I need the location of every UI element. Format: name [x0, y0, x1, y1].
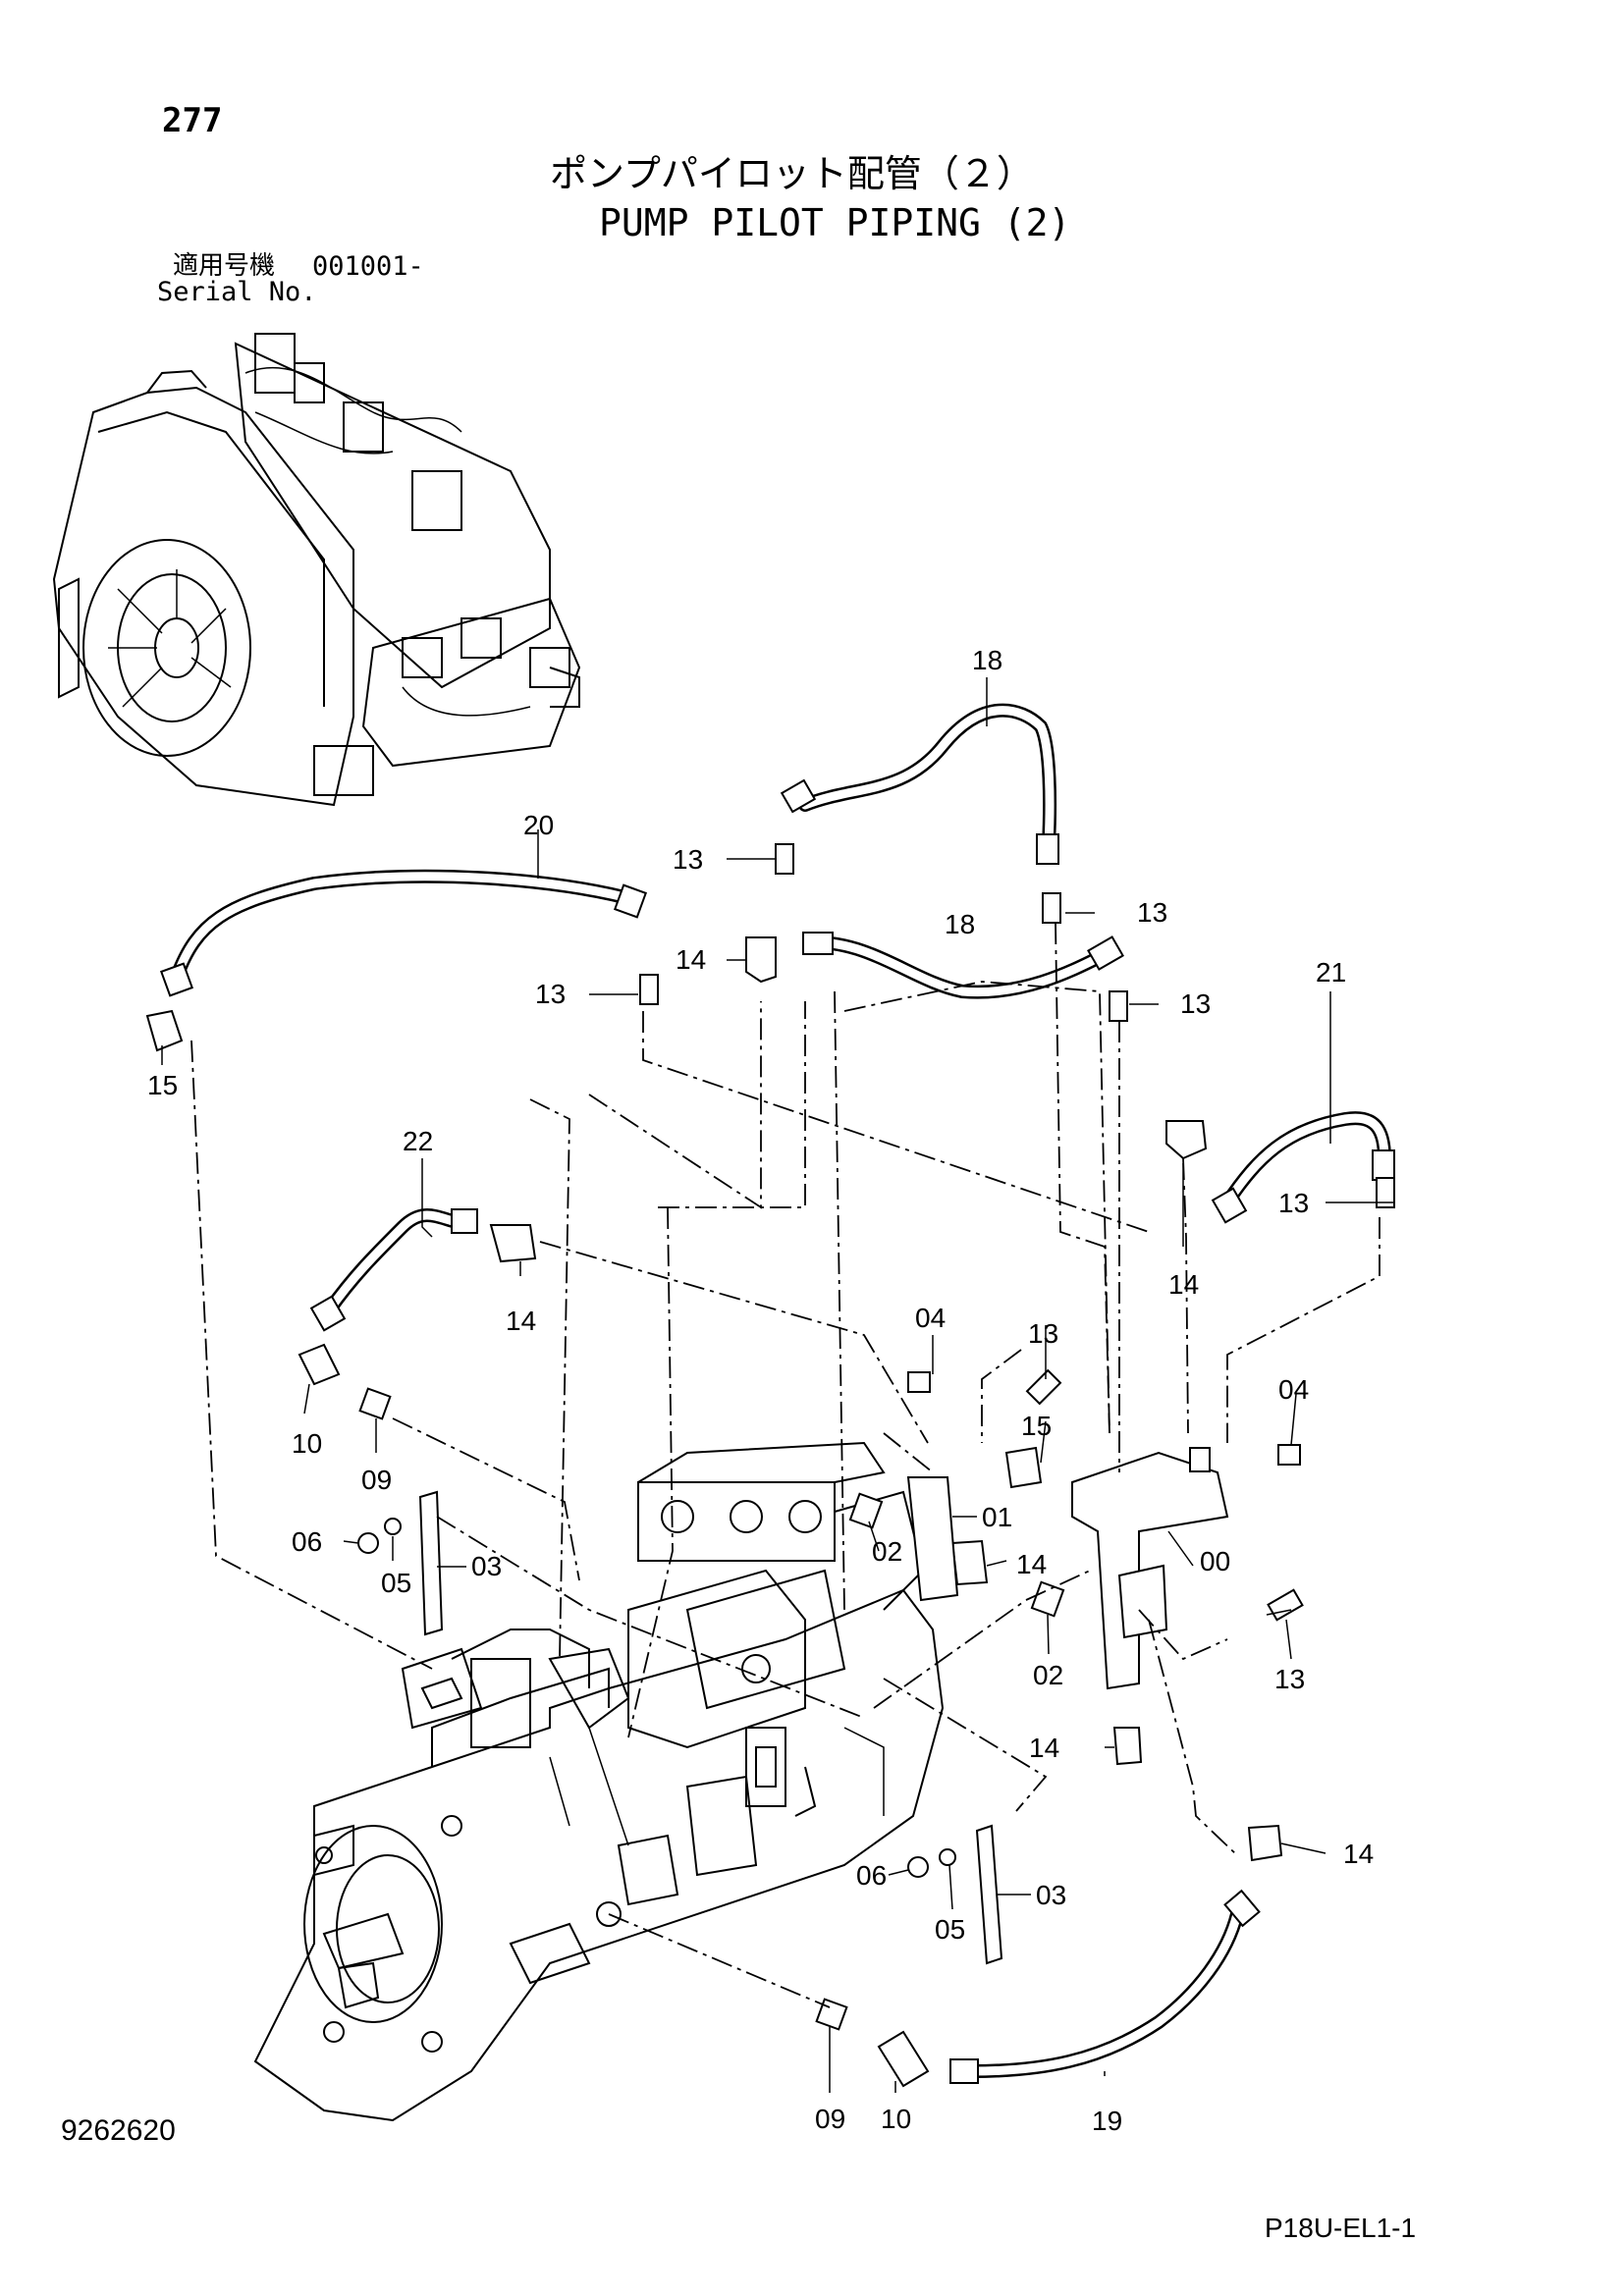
callout-09-b: 09 — [815, 2104, 845, 2134]
callout-20: 20 — [523, 810, 554, 840]
callout-04-b: 04 — [1278, 1374, 1309, 1405]
callout-14-a: 14 — [676, 944, 706, 975]
connection-lines — [190, 922, 1380, 2008]
page-number: 277 — [162, 101, 223, 140]
title-english: PUMP PILOT PIPING (2) — [599, 201, 1071, 244]
callout-03-a: 03 — [471, 1551, 502, 1581]
callout-21: 21 — [1316, 957, 1346, 988]
callout-18-top: 18 — [972, 645, 1002, 675]
callout-10-b: 10 — [881, 2104, 911, 2134]
callout-14-d: 14 — [1016, 1549, 1047, 1579]
callout-22: 22 — [403, 1126, 433, 1156]
callout-15-b: 15 — [1021, 1411, 1052, 1441]
callout-13-g: 13 — [1274, 1664, 1305, 1694]
callout-13-d: 13 — [1180, 988, 1211, 1019]
callout-13-c: 13 — [535, 979, 566, 1009]
callout-18-mid: 18 — [945, 909, 975, 939]
callout-14-e: 14 — [1029, 1733, 1059, 1763]
page-code: P18U-EL1-1 — [1265, 2213, 1417, 2243]
fittings — [145, 778, 1395, 2088]
hoses — [170, 703, 1391, 2078]
title-japanese: ポンプパイロット配管（２） — [550, 152, 1034, 195]
callout-19: 19 — [1092, 2106, 1122, 2136]
callout-14-f: 14 — [1343, 1839, 1374, 1869]
callout-05-b: 05 — [935, 1914, 965, 1945]
callout-13-b: 13 — [1137, 897, 1167, 928]
callout-14-b: 14 — [1168, 1269, 1199, 1300]
callout-13-e: 13 — [1278, 1188, 1309, 1218]
callout-03-b: 03 — [1036, 1880, 1066, 1910]
callout-00: 00 — [1200, 1546, 1230, 1576]
callout-10-a: 10 — [292, 1428, 322, 1459]
callout-09-a: 09 — [361, 1465, 392, 1495]
callout-02-b: 02 — [1033, 1660, 1063, 1690]
callout-04-a: 04 — [915, 1303, 946, 1333]
callout-05-a: 05 — [381, 1568, 411, 1598]
serial-number-value: 001001- — [312, 251, 424, 282]
callout-06-a: 06 — [292, 1526, 322, 1557]
callout-leaders — [161, 677, 1394, 2093]
serial-label-english: Serial No. — [157, 277, 317, 307]
hydraulic-pump-body — [253, 1441, 945, 2122]
callout-06-b: 06 — [856, 1860, 887, 1891]
callout-15-a: 15 — [147, 1070, 178, 1100]
document-number: 9262620 — [61, 2114, 176, 2147]
overview-thumbnail — [52, 333, 581, 807]
serial-label-japanese: 適用号機 — [173, 251, 276, 281]
callout-labels: 18 18 20 21 22 19 13 13 13 13 13 13 13 1… — [147, 645, 1374, 2136]
callout-13-a: 13 — [673, 844, 703, 875]
callout-01: 01 — [982, 1502, 1012, 1532]
callout-14-c: 14 — [506, 1306, 536, 1336]
callout-02-a: 02 — [872, 1536, 902, 1567]
callout-13-f: 13 — [1028, 1318, 1058, 1349]
